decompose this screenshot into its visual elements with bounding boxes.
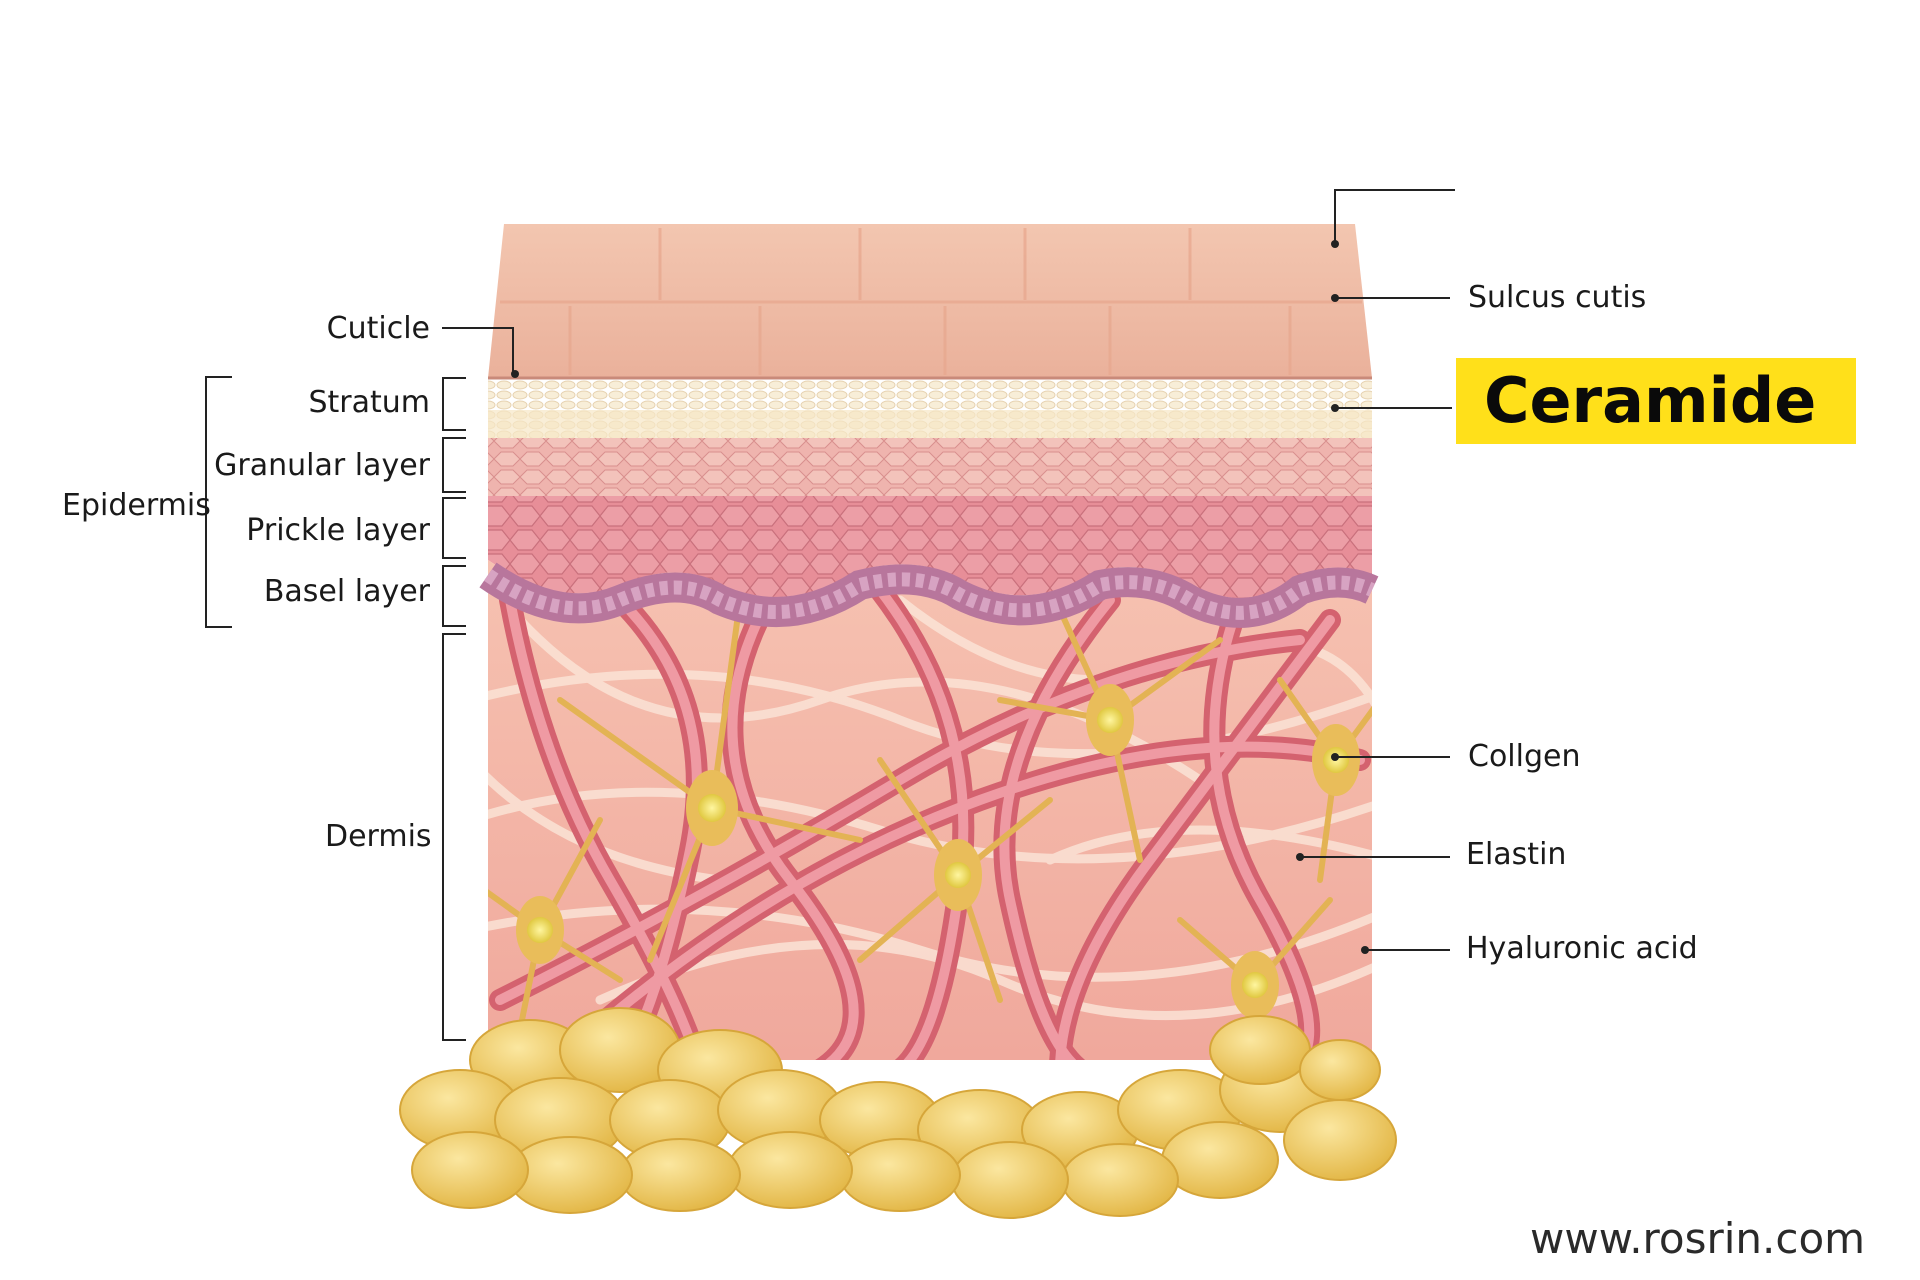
label-elastin: Elastin xyxy=(1466,837,1567,872)
granular-layer xyxy=(488,438,1372,496)
cuticle-leader xyxy=(442,327,514,372)
label-epidermis: Epidermis xyxy=(62,488,211,523)
fat-tissue xyxy=(399,1007,1397,1219)
label-basel-layer: Basel layer xyxy=(263,574,430,609)
label-cuticle: Cuticle xyxy=(326,311,430,346)
label-ceramide: Ceramide xyxy=(1484,364,1817,437)
label-stratum: Stratum xyxy=(308,385,430,420)
ceramide-highlight xyxy=(1456,358,1856,444)
label-granular-layer: Granular layer xyxy=(214,448,430,483)
label-collgen: Collgen xyxy=(1468,739,1581,774)
basal-layer xyxy=(479,562,1379,628)
prickle-layer xyxy=(488,496,1372,598)
watermark-url: www.rosrin.com xyxy=(1530,1214,1866,1263)
label-prickle-layer: Prickle layer xyxy=(246,513,430,548)
right-leaders xyxy=(1300,189,1455,951)
label-sulcus-cutis: Sulcus cutis xyxy=(1468,280,1647,315)
label-hyaluronic-acid: Hyaluronic acid xyxy=(1466,931,1698,966)
left-brackets xyxy=(205,376,466,1041)
surface-grooves xyxy=(500,228,1362,375)
label-dermis: Dermis xyxy=(325,819,432,854)
